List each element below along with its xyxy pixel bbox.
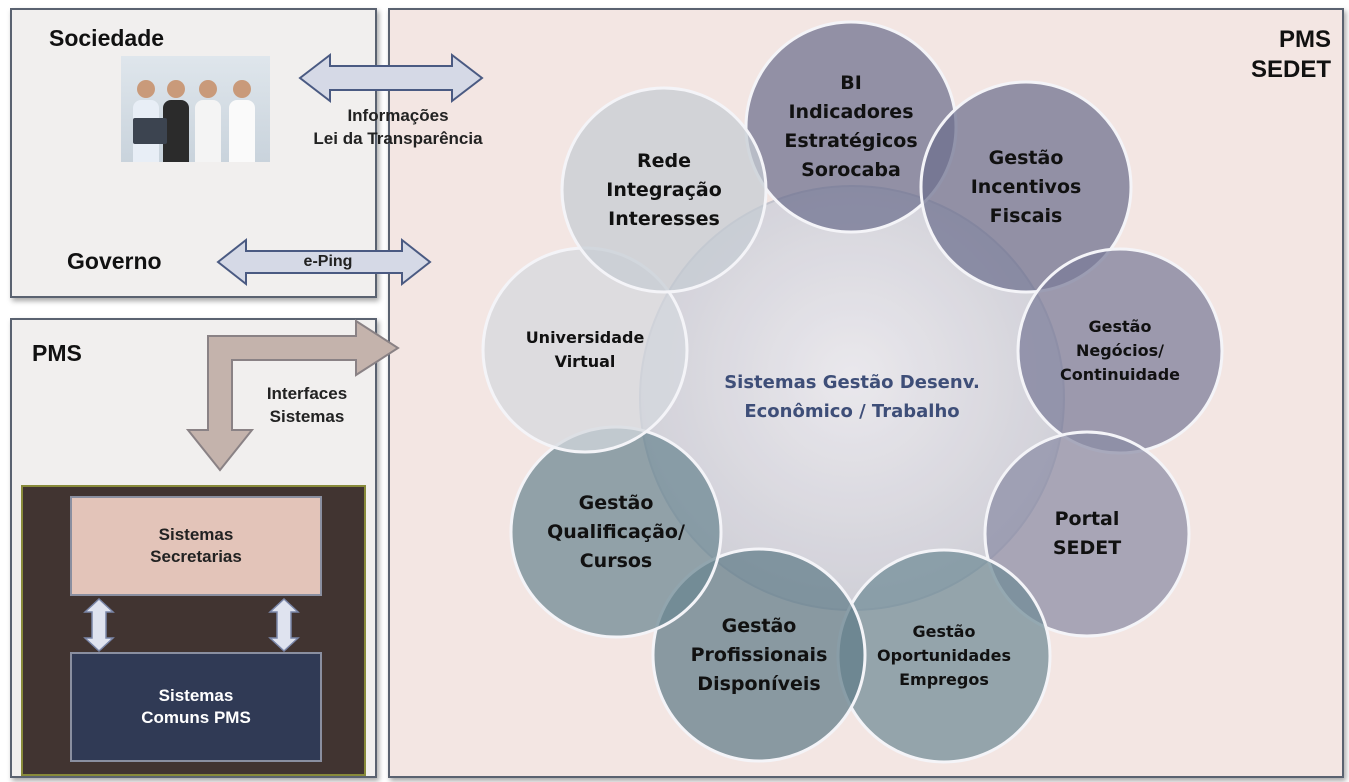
e-ping-label: e-Ping xyxy=(303,253,353,270)
sistemas-comuns-box: Sistemas Comuns PMS xyxy=(70,652,322,762)
governo-heading: Governo xyxy=(67,248,162,274)
system-circle xyxy=(983,430,1191,638)
person-figure xyxy=(229,80,255,162)
person-figure xyxy=(163,80,189,162)
center-label: Sistemas Gestão Desenv. Econômico / Trab… xyxy=(724,372,980,422)
double-arrow-governo xyxy=(216,237,432,287)
person-figure xyxy=(195,80,221,162)
double-arrow-sociedade xyxy=(298,52,484,104)
informacoes-label: Informações Lei da Transparência xyxy=(313,106,483,148)
vertical-double-arrow-left xyxy=(83,597,115,653)
system-circle xyxy=(560,86,768,294)
system-circle xyxy=(651,547,867,763)
sociedade-heading: Sociedade xyxy=(49,25,165,51)
pms-heading: PMS xyxy=(32,340,82,366)
system-circle-label: Gestão Incentivos Fiscais xyxy=(970,146,1082,227)
computer-monitor xyxy=(133,118,167,144)
system-circle-label: Gestão Oportunidades Empregos xyxy=(877,622,1011,689)
system-circle-label: Gestão Negócios/ Continuidade xyxy=(1059,317,1181,384)
sistemas-secretarias-box: Sistemas Secretarias xyxy=(70,496,322,596)
system-circle-label: Gestão Profissionais Disponíveis xyxy=(690,614,828,695)
system-circle-label: Rede Integração Interesses xyxy=(606,149,722,230)
vertical-double-arrow-right xyxy=(268,597,300,653)
interfaces-arrow xyxy=(185,319,400,472)
system-circle-label: Portal SEDET xyxy=(1052,508,1122,559)
circle-ring xyxy=(481,20,1224,764)
interfaces-label: Interfaces Sistemas xyxy=(266,384,348,426)
people-photo xyxy=(121,56,270,162)
system-circle-label: Gestão Qualificação/ Cursos xyxy=(547,491,685,572)
system-circle xyxy=(919,80,1133,294)
sedet-heading: PMS SEDET xyxy=(1250,26,1331,83)
system-circle-label: Universidade Virtual xyxy=(525,328,645,371)
system-circle-label: BI Indicadores Estratégicos Sorocaba xyxy=(784,72,918,181)
